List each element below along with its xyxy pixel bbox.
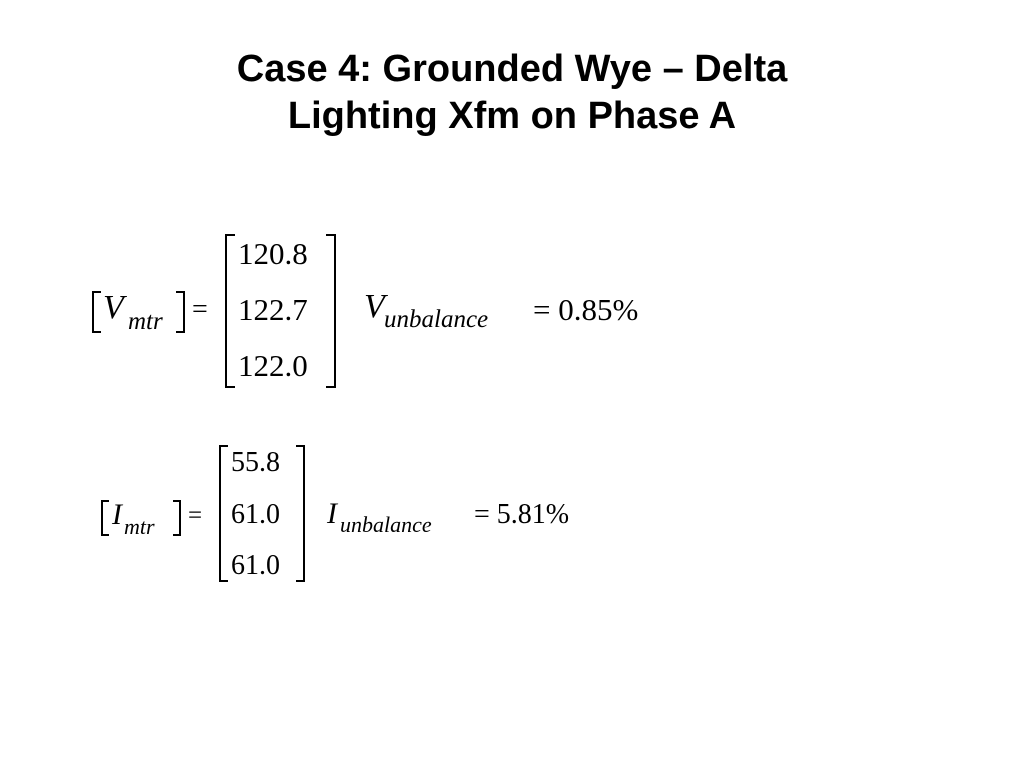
iunbalance-symbol: I	[327, 497, 337, 530]
vmtr-equals: =	[192, 294, 208, 325]
vunbalance-value: = 0.85%	[533, 292, 639, 327]
vmtr-symbol: V	[103, 289, 124, 326]
current-matrix-left-bracket	[219, 445, 228, 582]
iunbalance-value: = 5.81%	[474, 499, 570, 530]
imtr-equals: =	[188, 502, 203, 529]
voltage-matrix-right-bracket	[326, 234, 336, 388]
imtr-subscript: mtr	[124, 514, 155, 539]
imtr-left-bracket	[101, 500, 109, 536]
voltage-equation: V mtr = 120.8 122.7 122.0 V unbalance = …	[0, 228, 1024, 393]
current-value-a: 55.8	[231, 447, 280, 478]
current-equation: I mtr = 55.8 61.0 61.0 I unbalance = 5.8…	[0, 440, 1024, 590]
current-matrix-right-bracket	[296, 445, 305, 582]
voltage-value-a: 120.8	[238, 236, 308, 271]
slide-title-line-1: Case 4: Grounded Wye – Delta	[236, 48, 788, 90]
slide-title-line-2: Lighting Xfm on Phase A	[287, 95, 737, 137]
voltage-value-b: 122.7	[238, 292, 308, 327]
iunbalance-subscript: unbalance	[340, 512, 432, 537]
imtr-right-bracket	[173, 500, 181, 536]
vunbalance-subscript: unbalance	[384, 306, 489, 333]
voltage-value-c: 122.0	[238, 348, 308, 383]
vmtr-left-bracket	[92, 291, 101, 333]
vmtr-subscript: mtr	[128, 308, 163, 335]
current-value-c: 61.0	[231, 550, 280, 581]
vunbalance-symbol: V	[364, 288, 385, 325]
imtr-symbol: I	[112, 498, 122, 531]
vmtr-right-bracket	[176, 291, 185, 333]
current-value-b: 61.0	[231, 499, 280, 530]
voltage-matrix-left-bracket	[225, 234, 235, 388]
slide-title: Case 4: Grounded Wye – Delta Lighting Xf…	[0, 46, 1024, 140]
